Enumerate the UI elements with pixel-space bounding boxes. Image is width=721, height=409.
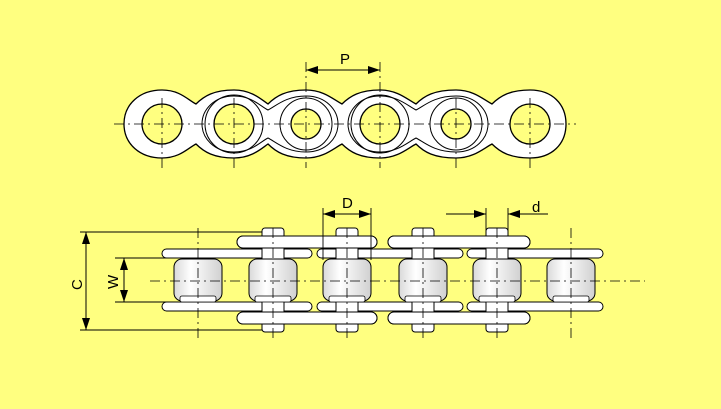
chain-plan-view: C W D d xyxy=(69,195,645,338)
pin-diameter-label: d xyxy=(532,199,540,216)
pitch-label: P xyxy=(340,51,350,68)
roller-diameter-label: D xyxy=(342,195,353,212)
rollers xyxy=(173,258,596,302)
inner-width-dimension: W xyxy=(105,258,128,302)
pin-diameter-dimension: d xyxy=(446,199,548,218)
outer-plate-top xyxy=(387,235,531,249)
overall-width-dimension: C xyxy=(69,232,90,330)
inner-width-label: W xyxy=(105,274,122,289)
extension-lines xyxy=(80,208,509,331)
chain-side-view: P xyxy=(114,51,576,168)
roller-diameter-dimension: D xyxy=(323,195,371,218)
outer-plate-top xyxy=(236,235,378,249)
pitch-dimension: P xyxy=(306,51,380,74)
center-lines xyxy=(114,62,576,168)
inner-plate xyxy=(161,301,313,312)
overall-width-label: C xyxy=(69,279,86,290)
bushing-collars xyxy=(179,295,590,303)
plan-center-lines xyxy=(150,228,645,338)
inner-plate xyxy=(161,248,313,259)
outer-plate-bottom xyxy=(387,311,531,325)
outer-plate-bottom xyxy=(236,311,378,325)
